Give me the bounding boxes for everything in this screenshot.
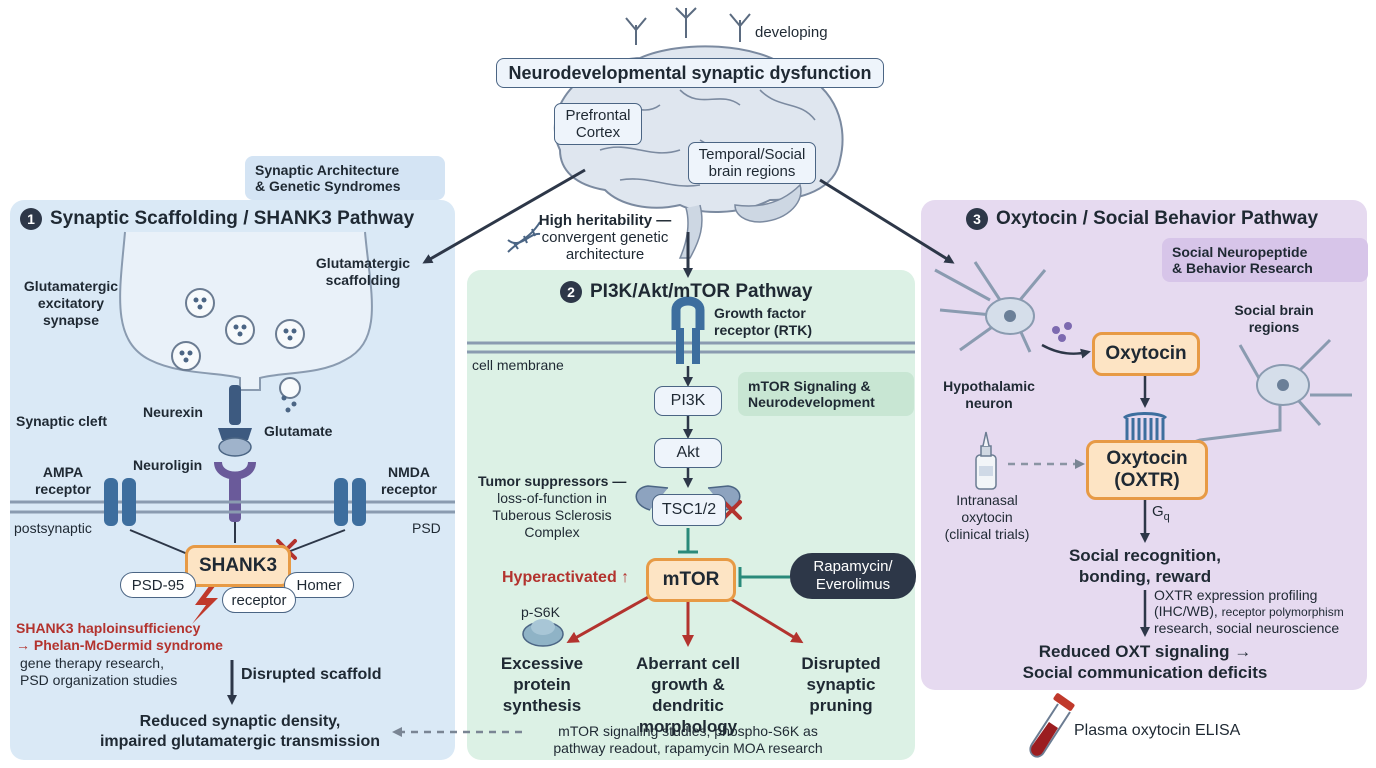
panel1-number: 1	[20, 208, 42, 230]
panel1-title-text: Synaptic Scaffolding / SHANK3 Pathway	[50, 208, 415, 229]
lightning-icon	[192, 585, 218, 624]
developing-label: developing	[755, 24, 828, 41]
heritability-title: High heritability —	[538, 212, 672, 229]
social-brain-regions-label: Social brain regions	[1234, 302, 1314, 335]
postsynaptic-label: postsynaptic	[14, 520, 92, 536]
ps6k-label: p-S6K	[521, 604, 560, 620]
cell-membrane	[467, 341, 915, 354]
shank3-haploinsufficiency-label: SHANK3 haploinsufficiency → Phelan-McDer…	[16, 620, 223, 653]
dna-icon	[507, 221, 541, 253]
social-brain-neuron	[1184, 338, 1352, 447]
nmda-receptor-label: NMDA receptor	[380, 464, 438, 497]
social-neuropeptide-tag: Social Neuropeptide & Behavior Research	[1162, 238, 1368, 282]
heritability-label: High heritability —convergent genetic ar…	[530, 212, 680, 263]
synaptic-cleft-label: Synaptic cleft	[16, 413, 108, 429]
panel1-title: 1 Synaptic Scaffolding / SHANK3 Pathway	[20, 208, 414, 230]
social-recognition-label: Social recognition, bonding, reward	[1068, 546, 1222, 586]
neuroligin-label: Neuroligin	[133, 457, 203, 473]
protein-synthesis-outcome: Excessive protein synthesis	[500, 654, 584, 715]
reduced-oxt-label: Reduced OXT signaling → Social communica…	[1022, 642, 1268, 682]
glutamate-label: Glutamate	[264, 423, 333, 439]
mtor-studies-label: mTOR signaling studies, phospho-S6K as p…	[553, 723, 823, 756]
rtk-receptor-shape	[671, 296, 705, 364]
oxtr-profiling-label: OXTR expression profiling (IHC/WB), rece…	[1154, 587, 1344, 636]
hypothalamic-neuron	[934, 261, 1047, 353]
glutamatergic-synapse-label: Glutamatergic excitatory synapse	[23, 278, 119, 328]
test-tube-icon	[1029, 693, 1075, 758]
heritability-body: convergent genetic architecture	[541, 229, 669, 263]
glutamatergic-scaffolding-label: Glutamatergic scaffolding	[315, 255, 411, 288]
psd95-pill: PSD-95	[120, 572, 196, 598]
mtor-signaling-tag: mTOR Signaling & Neurodevelopment	[738, 372, 914, 416]
hyperactivated-label: Hyperactivated ↑	[502, 569, 630, 586]
shank3-node: SHANK3	[185, 545, 291, 587]
ampa-receptor-shape	[104, 478, 136, 526]
oxytocin-node: Oxytocin	[1092, 332, 1200, 376]
tumor-suppressors-title: Tumor suppressors —	[478, 473, 627, 489]
receptor-pill: receptor	[222, 587, 296, 613]
panel2-title: 2 PI3K/Akt/mTOR Pathway	[560, 281, 812, 303]
rtk-label: Growth factor receptor (RTK)	[714, 305, 813, 338]
reduced-synaptic-density-label: Reduced synaptic density, impaired gluta…	[99, 713, 381, 750]
cell-growth-outcome: Aberrant cell growth & dendritic morphol…	[636, 654, 740, 736]
panel3-title: 3 Oxytocin / Social Behavior Pathway	[966, 208, 1318, 230]
tsc-node: TSC1/2	[652, 494, 726, 526]
handshake-icon	[218, 437, 252, 457]
oxtr-receptor-shape	[1122, 412, 1168, 440]
akt-node: Akt	[654, 438, 722, 468]
mtor-node: mTOR	[646, 558, 736, 602]
panel2-number: 2	[560, 281, 582, 303]
plasma-elisa-label: Plasma oxytocin ELISA	[1074, 722, 1241, 739]
gq-label: Gq	[1152, 503, 1170, 523]
disrupted-scaffold-label: Disrupted scaffold	[241, 666, 382, 683]
gene-therapy-label: gene therapy research, PSD organization …	[20, 655, 178, 688]
panel2-title-text: PI3K/Akt/mTOR Pathway	[590, 281, 813, 302]
ampa-receptor-label: AMPA receptor	[34, 464, 92, 497]
panel3-number: 3	[966, 208, 988, 230]
prefrontal-cortex-label: Prefrontal Cortex	[554, 103, 642, 145]
main-title: Neurodevelopmental synaptic dysfunction	[496, 58, 884, 88]
panel3-title-text: Oxytocin / Social Behavior Pathway	[996, 208, 1319, 229]
homer-pill: Homer	[284, 572, 354, 598]
neurexin-label: Neurexin	[143, 404, 203, 420]
pi3k-node: PI3K	[654, 386, 722, 416]
cell-membrane-label: cell membrane	[472, 357, 564, 373]
synaptic-pruning-outcome: Disrupted synaptic pruning	[801, 654, 881, 715]
nasal-spray-icon	[975, 431, 997, 490]
hypothalamic-neuron-label: Hypothalamic neuron	[943, 378, 1035, 411]
synaptic-architecture-tag: Synaptic Architecture & Genetic Syndrome…	[245, 156, 445, 200]
temporal-regions-label: Temporal/Social brain regions	[688, 142, 816, 184]
rapamycin-node: Rapamycin/ Everolimus	[790, 553, 916, 599]
s6k-protein-shape	[522, 619, 564, 647]
vesicles	[171, 288, 305, 399]
oxtr-node: Oxytocin (OXTR)	[1086, 440, 1208, 500]
postsynaptic-membrane	[10, 500, 455, 514]
nmda-receptor-shape	[334, 478, 366, 526]
psd-label: PSD	[412, 520, 441, 536]
tumor-suppressors-body: loss-of-function in Tuberous Sclerosis C…	[492, 490, 612, 540]
intranasal-oxytocin-label: Intranasal oxytocin (clinical trials)	[944, 492, 1030, 542]
